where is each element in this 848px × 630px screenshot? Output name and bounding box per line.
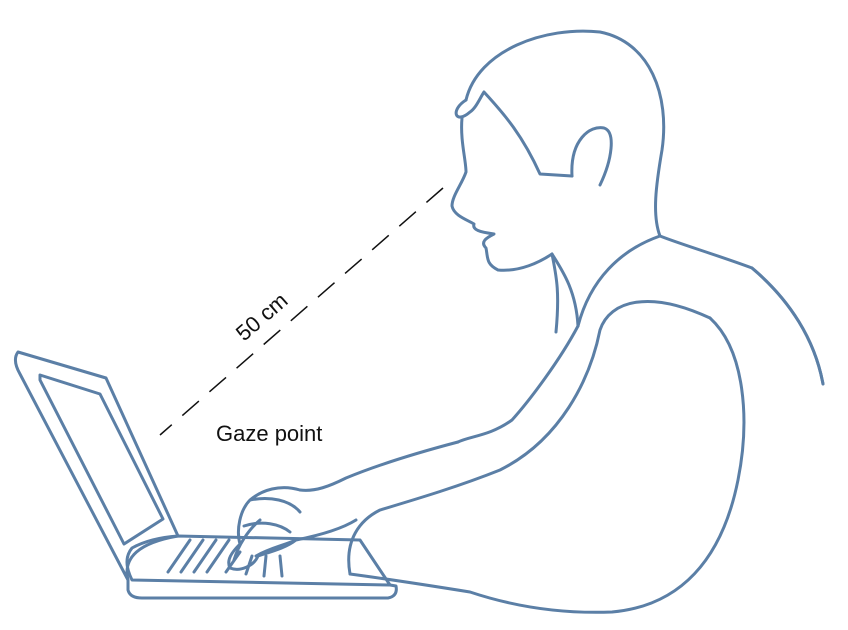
head-outline (466, 31, 823, 384)
gaze-line (160, 188, 443, 435)
distance-label: 50 cm (231, 288, 293, 346)
laptop-keys (168, 540, 282, 576)
forearm-outline (349, 301, 710, 574)
ear-outline (572, 128, 611, 185)
hand-outline (229, 488, 356, 570)
upper-arm-outline (350, 268, 823, 612)
person (229, 31, 823, 612)
laptop-lid (15, 352, 178, 580)
laptop (15, 352, 396, 598)
gaze-point-label: Gaze point (216, 421, 322, 446)
hair-outline (456, 92, 572, 176)
forearm-top-outline (300, 442, 458, 490)
face-profile (452, 118, 558, 332)
